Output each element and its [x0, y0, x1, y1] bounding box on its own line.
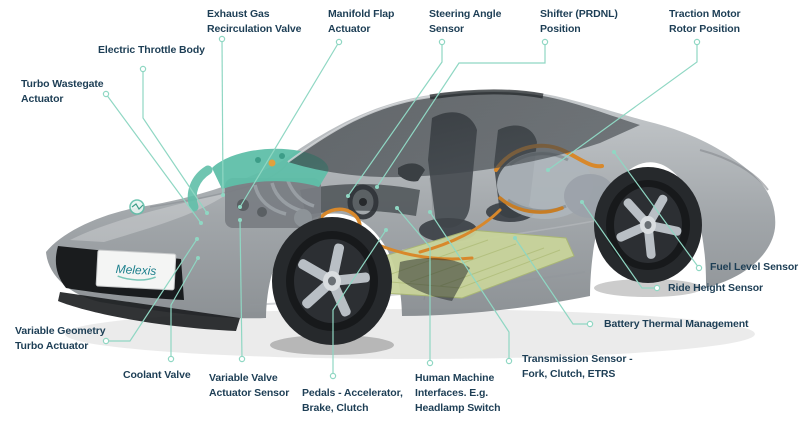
line-endpoint-electric-throttle-body: [205, 211, 209, 215]
leader-line-shifter-prdnl-position: [376, 42, 546, 188]
leader-line-variable-geometry-turbo-actuator: [106, 238, 198, 342]
label-marker-variable-geometry-turbo-actuator: [102, 337, 110, 345]
leader-line-fuel-level-sensor: [613, 151, 700, 269]
leader-line-steering-angle-sensor: [347, 42, 443, 197]
label-marker-exhaust-gas-recirculation-valve: [218, 35, 226, 43]
label-marker-steering-angle-sensor: [438, 38, 446, 46]
leader-line-battery-thermal-management: [514, 237, 590, 325]
leader-line-coolant-valve: [170, 257, 199, 359]
label-marker-transmission-sensor: [505, 357, 513, 365]
label-marker-shifter-prdnl-position: [541, 38, 549, 46]
leader-line-human-machine-interfaces: [396, 207, 431, 363]
line-endpoint-coolant-valve: [196, 256, 200, 260]
rear-wheel: [594, 167, 702, 283]
leader-line-ride-height-sensor: [581, 201, 657, 289]
leader-line-transmission-sensor: [429, 211, 510, 361]
leader-line-pedals: [332, 229, 387, 376]
line-endpoint-turbo-wastegate-actuator: [199, 221, 203, 225]
label-marker-coolant-valve: [167, 355, 175, 363]
front-fascia: Melexis: [55, 199, 185, 300]
line-endpoint-ride-height-sensor: [580, 200, 584, 204]
leader-line-variable-valve-actuator-sensor: [239, 219, 243, 360]
line-endpoint-variable-geometry-turbo-actuator: [195, 237, 199, 241]
line-endpoint-fuel-level-sensor: [612, 150, 616, 154]
line-endpoint-battery-thermal-management: [513, 236, 517, 240]
line-endpoint-shifter-prdnl-position: [375, 185, 379, 189]
side-mirror: [398, 163, 425, 182]
label-marker-pedals: [329, 372, 337, 380]
steering-wheel: [347, 184, 379, 220]
leader-line-manifold-flap-actuator: [239, 41, 340, 208]
line-endpoint-manifold-flap-actuator: [238, 205, 242, 209]
hood-logo: [129, 199, 145, 215]
label-marker-manifold-flap-actuator: [335, 38, 343, 46]
label-marker-turbo-wastegate-actuator: [102, 90, 110, 98]
label-marker-battery-thermal-management: [586, 320, 594, 328]
line-endpoint-exhaust-gas-recirculation-valve: [221, 193, 225, 197]
front-wheel: [272, 217, 392, 345]
leader-line-electric-throttle-body: [142, 69, 208, 214]
side-vent: [398, 258, 470, 301]
line-endpoint-human-machine-interfaces: [395, 206, 399, 210]
label-marker-fuel-level-sensor: [695, 264, 703, 272]
line-endpoint-steering-angle-sensor: [346, 194, 350, 198]
line-endpoint-traction-motor-rotor-position: [546, 168, 550, 172]
line-endpoint-transmission-sensor: [428, 210, 432, 214]
leader-line-turbo-wastegate-actuator: [105, 93, 202, 224]
label-marker-variable-valve-actuator-sensor: [238, 355, 246, 363]
line-endpoint-variable-valve-actuator-sensor: [238, 218, 242, 222]
line-endpoint-pedals: [384, 228, 388, 232]
leader-line-traction-motor-rotor-position: [547, 42, 698, 171]
label-marker-human-machine-interfaces: [426, 359, 434, 367]
leader-line-exhaust-gas-recirculation-valve: [221, 38, 224, 196]
label-marker-ride-height-sensor: [653, 284, 661, 292]
label-marker-electric-throttle-body: [139, 65, 147, 73]
license-plate-text: Melexis: [115, 262, 156, 278]
label-marker-traction-motor-rotor-position: [693, 38, 701, 46]
